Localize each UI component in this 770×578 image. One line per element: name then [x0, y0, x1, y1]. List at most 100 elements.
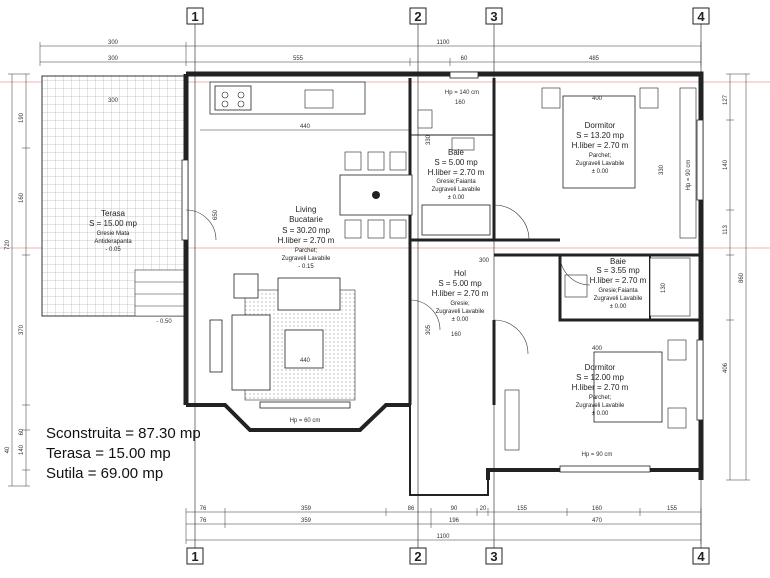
summary-terasa: Terasa = 15.00 mp — [46, 445, 171, 462]
bathtub — [421, 204, 491, 236]
svg-text:Parchet;: Parchet; — [295, 248, 318, 254]
window-label-dorm2: Hp = 90 cm — [582, 452, 613, 458]
left-dim-40: 40 — [5, 446, 11, 453]
right-dim-140: 140 — [723, 159, 729, 170]
right-dim-860: 860 — [739, 272, 745, 283]
nightstand-2b — [667, 407, 687, 429]
top-dim-555: 555 — [293, 56, 304, 62]
grid-labels-top: 1 2 3 4 — [186, 7, 710, 25]
bottom-dim-155-a: 155 — [517, 506, 528, 512]
bottom-dim-90: 90 — [451, 506, 458, 512]
summary-sconstruita: Sconstruita = 87.30 mp — [46, 425, 201, 442]
svg-text:Gresie;Faianta: Gresie;Faianta — [436, 179, 476, 185]
coffee-table — [284, 329, 324, 369]
top-dim-485: 485 — [589, 56, 600, 62]
wardrobe-2 — [504, 389, 520, 451]
svg-text:Baie: Baie — [448, 148, 465, 157]
bottom-dimensions — [185, 508, 702, 544]
svg-text:H.liber = 2.70 m: H.liber = 2.70 m — [428, 168, 485, 177]
svg-text:Gresie;Faianta: Gresie;Faianta — [598, 288, 638, 294]
window-label-living: Hp = 60 cm — [290, 418, 321, 424]
svg-text:S = 30.20 mp: S = 30.20 mp — [282, 226, 330, 235]
left-dim-60: 60 — [19, 428, 25, 435]
grid-label-2-top: 2 — [414, 9, 421, 24]
svg-text:± 0.00: ± 0.00 — [592, 169, 609, 175]
svg-text:Terasa: Terasa — [101, 209, 126, 218]
svg-text:± 0.00: ± 0.00 — [448, 195, 465, 201]
svg-text:Hol: Hol — [454, 269, 466, 278]
grid-label-4-bottom: 4 — [697, 549, 705, 564]
dim-440-bottom: 440 — [300, 358, 311, 364]
left-dim-160: 160 — [19, 192, 25, 203]
svg-text:Dormitor: Dormitor — [585, 363, 616, 372]
svg-text:Parchet;: Parchet; — [589, 395, 612, 401]
bottom-dim-86: 86 — [408, 506, 415, 512]
svg-text:± 0.00: ± 0.00 — [592, 411, 609, 417]
grid-label-2-bottom: 2 — [414, 549, 421, 564]
room-dormitor1-label: Dormitor S = 13.20 mp H.liber = 2.70 m P… — [572, 121, 629, 175]
stove — [214, 85, 252, 111]
svg-text:H.liber = 2.70 m: H.liber = 2.70 m — [278, 236, 335, 245]
dim-terasa-300: 300 — [108, 98, 119, 104]
summary-sutila: Sutila = 69.00 mp — [46, 465, 164, 482]
dim-300-hol: 300 — [479, 258, 490, 264]
grid-label-4-top: 4 — [697, 9, 705, 24]
svg-text:Zugraveli Lavabile: Zugraveli Lavabile — [436, 309, 485, 315]
terasa-steps — [134, 269, 187, 317]
svg-text:S = 5.00 mp: S = 5.00 mp — [434, 158, 478, 167]
doors — [185, 204, 591, 355]
top-dimensions — [39, 42, 702, 66]
dim-440-top: 440 — [300, 124, 311, 130]
svg-text:Gresie;: Gresie; — [450, 301, 470, 307]
left-dim-140: 140 — [19, 444, 25, 455]
svg-text:± 0.00: ± 0.00 — [610, 304, 627, 310]
left-dim-370: 370 — [19, 324, 25, 335]
grid-label-1-bottom: 1 — [191, 549, 198, 564]
room-terasa-label: Terasa S = 15.00 mp Gresie Mata Antidera… — [89, 209, 137, 253]
bottom-dim-160: 160 — [592, 506, 603, 512]
svg-text:H.liber = 2.70 m: H.liber = 2.70 m — [590, 276, 647, 285]
armchair — [233, 273, 259, 299]
svg-text:Living: Living — [296, 205, 317, 214]
area-summary: Sconstruita = 87.30 mp Terasa = 15.00 mp… — [46, 424, 201, 484]
top-dim-60: 60 — [461, 56, 468, 62]
wardrobe-1 — [679, 87, 697, 239]
svg-text:S = 12.00 mp: S = 12.00 mp — [576, 373, 624, 382]
svg-text:S = 5.00 mp: S = 5.00 mp — [438, 279, 482, 288]
bottom-dim-76-b: 76 — [200, 518, 207, 524]
svg-text:- 0.15: - 0.15 — [298, 264, 314, 270]
room-dormitor2-label: Dormitor S = 12.00 mp H.liber = 2.70 m P… — [572, 363, 629, 417]
bottom-dim-155-b: 155 — [667, 506, 678, 512]
nightstand-1b — [639, 87, 659, 109]
bottom-dim-359-b: 359 — [301, 518, 312, 524]
grid-labels-bottom: 1 2 3 4 — [186, 547, 710, 565]
tv-unit — [209, 319, 223, 373]
room-living-label: Living Bucatarie S = 30.20 mp H.liber = … — [278, 205, 335, 270]
svg-text:Baie: Baie — [610, 257, 627, 266]
svg-text:Zugraveli Lavabile: Zugraveli Lavabile — [432, 187, 481, 193]
svg-text:Dormitor: Dormitor — [585, 121, 616, 130]
left-dim-720: 720 — [5, 239, 11, 250]
window-label-top: Hp = 140 cm — [445, 90, 479, 96]
dim-400-dorm1: 400 — [592, 96, 603, 102]
left-dim-190: 190 — [19, 112, 25, 123]
svg-text:- 0.05: - 0.05 — [105, 247, 121, 253]
left-dimensions — [8, 73, 30, 487]
svg-text:Parchet;: Parchet; — [589, 153, 612, 159]
svg-text:H.liber = 2.70 m: H.liber = 2.70 m — [432, 289, 489, 298]
right-dimensions — [726, 73, 750, 481]
dim-160-hol: 160 — [451, 332, 462, 338]
washbasin-2 — [564, 274, 588, 298]
svg-text:± 0.00: ± 0.00 — [452, 317, 469, 323]
bottom-dim-20: 20 — [480, 506, 487, 512]
dim-305-hol: 305 — [426, 324, 432, 335]
sofa-left — [231, 314, 271, 391]
bottom-dim-76-a: 76 — [200, 506, 207, 512]
bottom-dim-1100: 1100 — [437, 534, 451, 540]
room-baie2-label: Baie S = 3.55 mp H.liber = 2.70 m Gresie… — [590, 257, 647, 310]
svg-text:Zugraveli Lavabile: Zugraveli Lavabile — [576, 161, 625, 167]
toilet-1 — [451, 137, 475, 151]
windows — [181, 71, 704, 473]
right-dim-406: 406 — [723, 362, 729, 373]
svg-text:Gresie Mata: Gresie Mata — [97, 231, 130, 237]
